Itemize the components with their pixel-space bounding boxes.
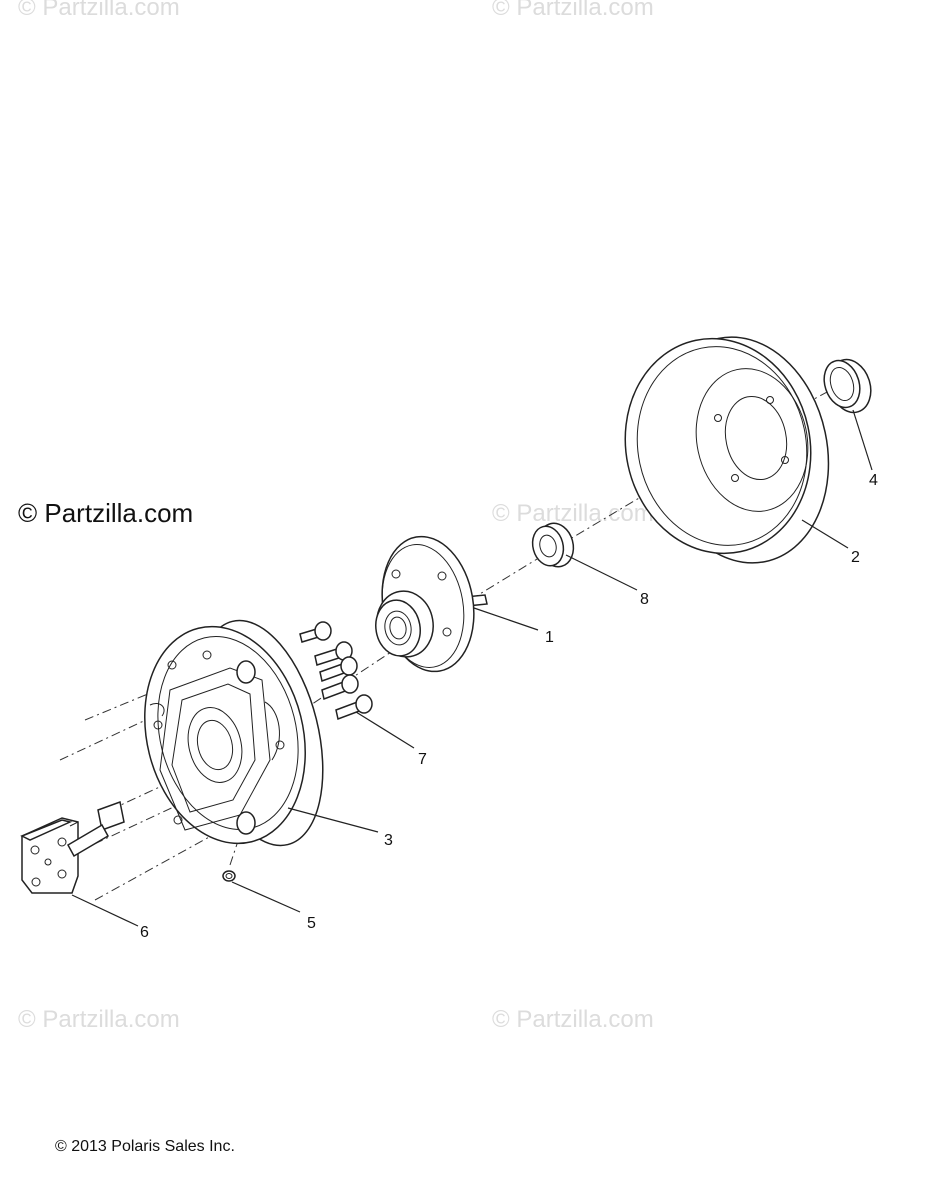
watermark-middle: © Partzilla.com bbox=[492, 500, 654, 527]
watermark-top-left: © Partzilla.com bbox=[18, 0, 180, 21]
watermark-top-right: © Partzilla.com bbox=[492, 0, 654, 21]
watermark-bottom-right: © Partzilla.com bbox=[492, 1006, 654, 1033]
bolts bbox=[299, 621, 373, 721]
callout-2: 2 bbox=[851, 549, 860, 566]
brake-drum bbox=[624, 336, 830, 564]
hub-bushing bbox=[531, 522, 575, 568]
callout-5: 5 bbox=[307, 915, 316, 932]
brake-backing-plate bbox=[144, 619, 324, 847]
spindle-plate bbox=[20, 800, 125, 894]
watermark-bottom-left: © Partzilla.com bbox=[18, 1006, 180, 1033]
leader-lines bbox=[71, 409, 873, 927]
wheel-hub bbox=[375, 535, 488, 673]
callout-6: 6 bbox=[140, 924, 149, 941]
callout-7: 7 bbox=[418, 751, 427, 768]
seal-ring bbox=[823, 358, 872, 414]
partzilla-watermark: © Partzilla.com bbox=[18, 498, 194, 528]
copyright-notice: © 2013 Polaris Sales Inc. bbox=[55, 1138, 235, 1155]
callout-1: 1 bbox=[545, 629, 554, 646]
callout-3: 3 bbox=[384, 832, 393, 849]
callout-4: 4 bbox=[869, 472, 878, 489]
small-nut bbox=[222, 870, 236, 882]
callout-8: 8 bbox=[640, 591, 649, 608]
